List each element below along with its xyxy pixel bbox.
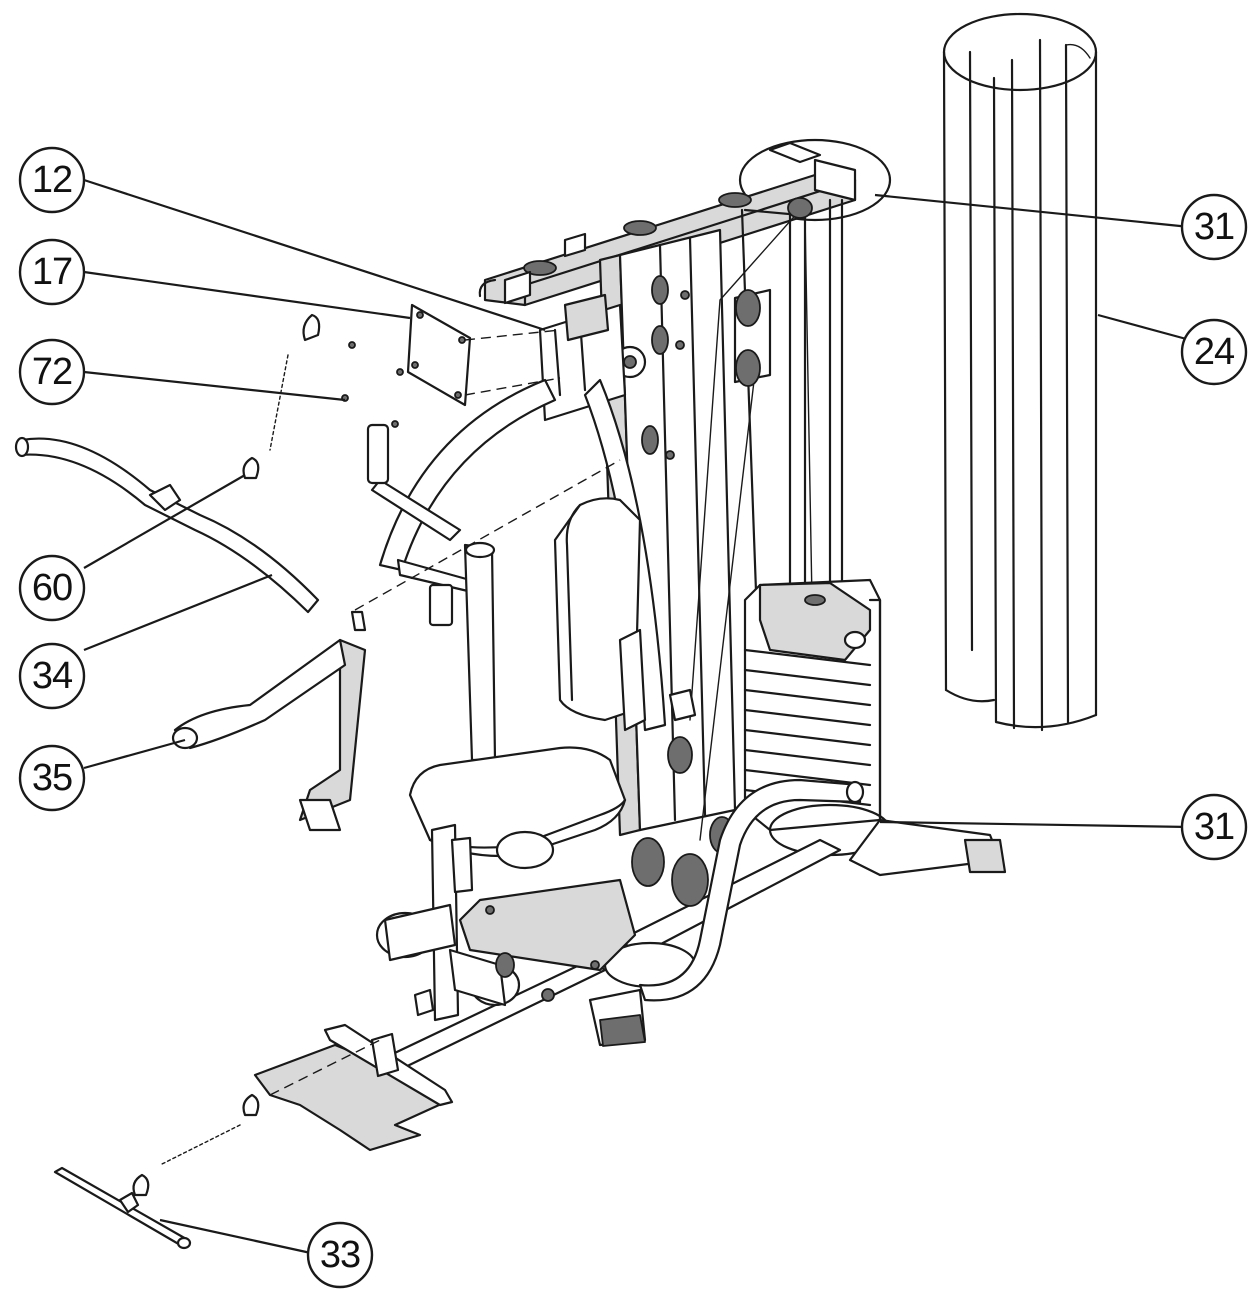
callout-17: 17 [18,238,86,306]
ankle-strap [171,610,367,832]
callout-label: 35 [32,757,72,799]
bracket-plate [406,303,472,407]
short-bar [53,1166,192,1250]
callout-33: 33 [306,1221,374,1289]
callout-label: 31 [1194,206,1234,248]
callout-label: 12 [32,159,72,201]
callout-label: 24 [1194,331,1235,373]
callout-label: 33 [320,1234,360,1276]
callout-35: 35 [18,744,86,812]
leader-lines [83,178,1191,1257]
callout-60: 60 [18,554,86,622]
back-pad [553,497,647,732]
weight-stack [743,578,892,857]
callout-label: 31 [1194,806,1234,848]
callout-31-bottom: 31 [1180,793,1248,861]
assembly-lines [269,329,621,1096]
chain-upper [242,313,321,480]
callout-label: 17 [32,251,72,293]
callout-label: 60 [32,567,72,609]
weight-stack-shroud [942,12,1098,732]
callout-label: 34 [32,655,73,697]
callout-12: 12 [18,146,86,214]
callout-31-top: 31 [1180,193,1248,261]
front-tube [638,778,865,1002]
callout-24: 24 [1180,318,1248,386]
lower-pulleys [631,688,735,907]
lat-bar [14,436,320,614]
callout-label: 72 [32,351,72,393]
callout-72: 72 [18,338,86,406]
callout-34: 34 [18,642,86,710]
top-frame [478,138,892,307]
chain-lower [132,1093,260,1197]
press-arm [366,378,667,762]
footplate [253,1023,454,1152]
bolts [341,341,404,428]
leg-developer [375,823,555,1022]
guide-rods [689,197,844,841]
